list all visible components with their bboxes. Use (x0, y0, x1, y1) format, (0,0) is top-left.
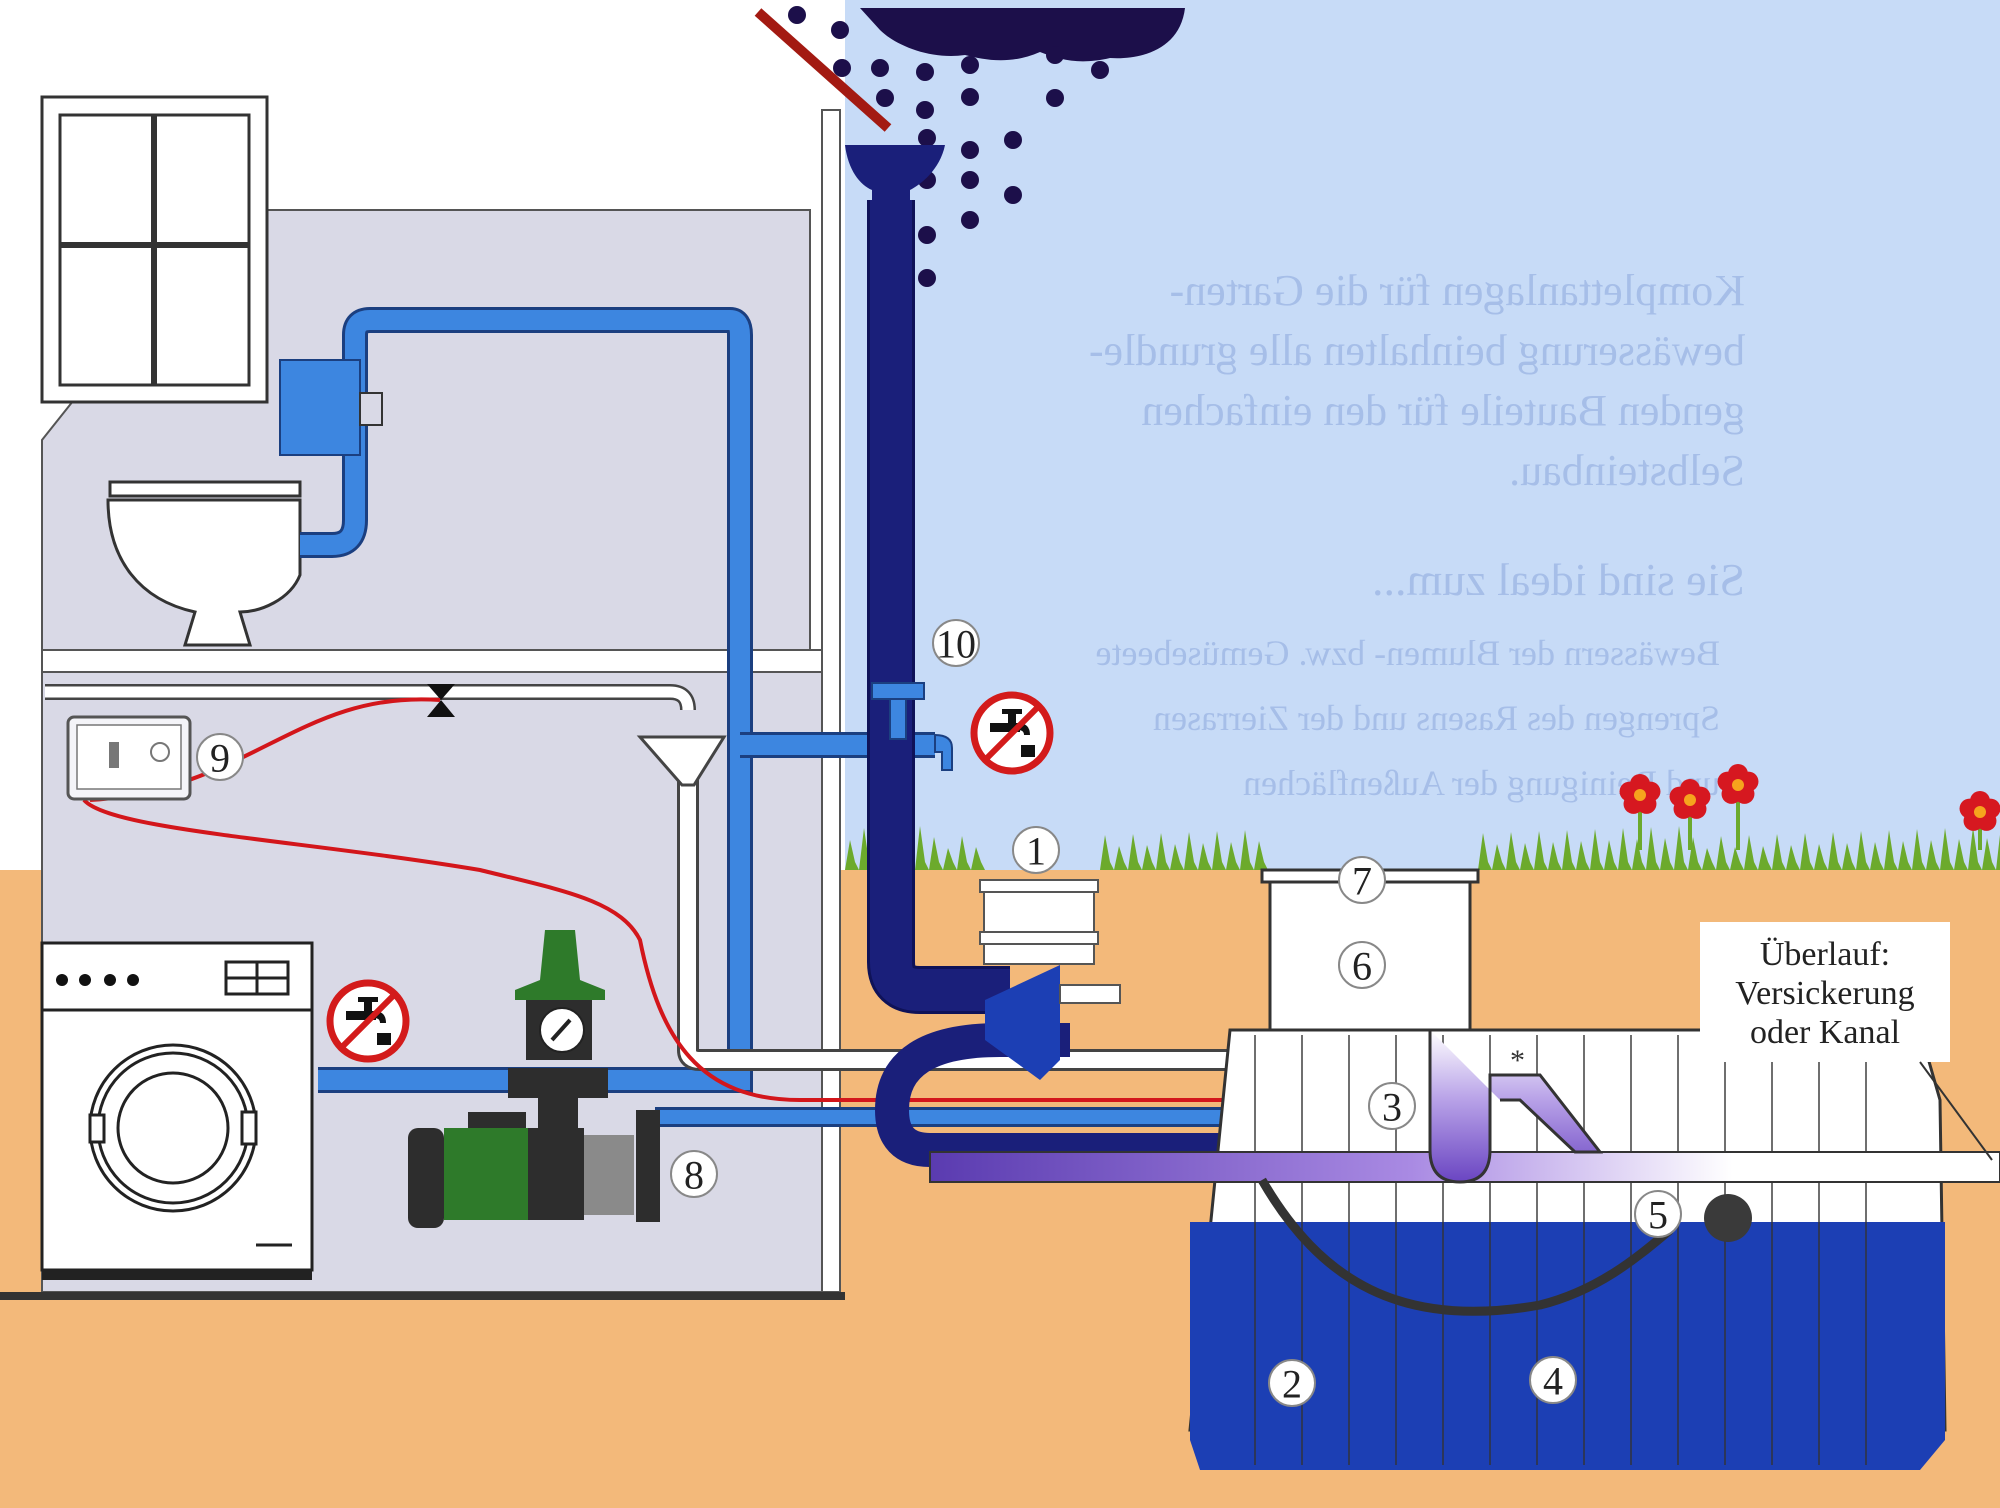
flower (1732, 779, 1744, 791)
marker-1: 1 (1012, 826, 1060, 874)
marker-4: 4 (1529, 1356, 1577, 1404)
tank (1188, 868, 1947, 1470)
marker-number: 6 (1352, 944, 1372, 989)
flower (1974, 806, 1986, 818)
showthrough-line-2: bewässerung beinhalten alle grundle- (1089, 326, 1745, 375)
callout-line-2: Versickerung (1735, 975, 1914, 1012)
callout-line-3: oder Kanal (1750, 1014, 1900, 1051)
raindrop (1004, 131, 1022, 149)
floor-slab (41, 649, 823, 673)
raindrop (833, 59, 851, 77)
grass-tuft (1100, 830, 1268, 870)
washing-machine (40, 941, 314, 1280)
basement-floor (0, 1292, 845, 1300)
marker-number: 7 (1352, 859, 1372, 904)
marker-number: 10 (936, 622, 976, 667)
marker-10: 10 (932, 619, 980, 667)
overflow-callout: Überlauf: Versickerung oder Kanal (1700, 922, 1993, 1161)
callout-line-1: Überlauf: (1760, 936, 1890, 973)
raindrop (871, 59, 889, 77)
marker-6: 6 (1338, 941, 1386, 989)
suction-float (1704, 1194, 1752, 1242)
marker-8: 8 (670, 1150, 718, 1198)
no-drinking-water-icon (326, 979, 410, 1063)
marker-7: 7 (1338, 856, 1386, 904)
valve-icon (427, 684, 455, 717)
roof-gutter (754, 8, 892, 132)
marker-number: 9 (210, 736, 230, 781)
showthrough-heading: Sie sind ideal zum... (1372, 554, 1745, 605)
marker-5: 5 (1634, 1190, 1682, 1238)
filter (979, 879, 1121, 1080)
raindrop (1091, 61, 1109, 79)
showthrough-line-1: Komplettanlagen für die Garten- (1170, 266, 1745, 315)
refill-funnel (636, 735, 727, 787)
showthrough-bullet-1: Bewässern der Blumen- bzw. Gemüsebeete (1096, 633, 1720, 673)
flower (1634, 789, 1646, 801)
marker-3: 3 (1368, 1082, 1416, 1130)
marker-2: 2 (1268, 1359, 1316, 1407)
toilet (106, 480, 302, 647)
suction-hose (1258, 1177, 1752, 1316)
raindrop (1004, 186, 1022, 204)
raindrop (1046, 89, 1064, 107)
marker-number: 4 (1543, 1359, 1563, 1404)
raindrop (961, 88, 979, 106)
raindrop (916, 101, 934, 119)
raindrop (876, 89, 894, 107)
raindrops (788, 6, 1109, 287)
rain-cloud (860, 8, 1185, 62)
raindrop (961, 171, 979, 189)
control-unit (66, 715, 192, 801)
pump (408, 930, 660, 1228)
showthrough-line-4: Selbsteinbau. (1509, 446, 1745, 495)
marker-number: 8 (684, 1153, 704, 1198)
marker-9: 9 (196, 733, 244, 781)
showthrough-bullet-2: Sprengen des Rasens und der Zierrasen (1153, 698, 1720, 738)
raindrop (918, 226, 936, 244)
component-markers: 1 2 3 4 5 6 7 8 9 10 (196, 619, 1682, 1407)
raindrop (788, 6, 806, 24)
garden-tap (871, 682, 953, 771)
flowers (1619, 764, 2000, 850)
window (40, 95, 269, 404)
marker-number: 5 (1648, 1193, 1668, 1238)
marker-number: 2 (1282, 1362, 1302, 1407)
raindrop (916, 63, 934, 81)
marker-number: 1 (1026, 829, 1046, 874)
showthrough-line-3: genden Bauteile für den einfachen (1142, 386, 1746, 435)
raindrop (918, 129, 936, 147)
raindrop (961, 211, 979, 229)
overflow-star: * (1510, 1044, 1525, 1077)
raindrop (918, 269, 936, 287)
marker-number: 3 (1382, 1085, 1402, 1130)
grass-tuft (1478, 826, 2000, 870)
raindrop (1046, 46, 1064, 64)
no-drinking-water-icon (970, 691, 1054, 775)
raindrop (961, 56, 979, 74)
raindrop (831, 21, 849, 39)
showthrough-text: Komplettanlagen für die Garten- bewässer… (1089, 266, 1745, 803)
flower (1684, 794, 1696, 806)
overflow: * (929, 1030, 2000, 1184)
raindrop (961, 141, 979, 159)
